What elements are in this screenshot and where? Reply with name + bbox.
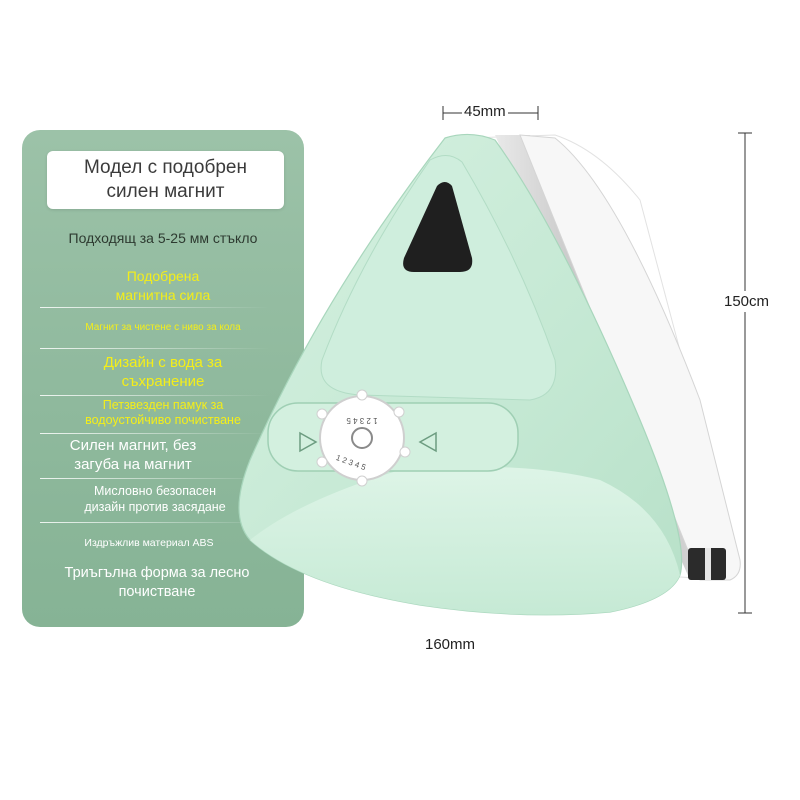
divider [40, 478, 270, 479]
arrow-left-icon [418, 431, 437, 453]
width-label: 160mm [423, 636, 478, 653]
feature-car-level: Магнит за чистене с ниво за кола [85, 322, 241, 333]
divider [40, 348, 270, 349]
knob-digits: 1 2 3 4 5 [346, 416, 378, 425]
feature-triangle-shape: Триъгълна форма за лесно почистване [64, 565, 250, 600]
feature-anti-jam: Мисловно безопасен дизайн против засядан… [84, 484, 226, 514]
divider [40, 395, 270, 396]
feature-strong-magnet: Силен магнит, без загуба на магнит [69, 437, 197, 473]
glass-thickness-text: Подходящ за 5-25 мм стъкло [68, 230, 258, 246]
divider [40, 433, 270, 434]
divider [40, 522, 270, 523]
feature-improved-magnet: Подобрена магнитна сила [115, 268, 211, 303]
feature-panel: Модел с подобрен силен магнит Подходящ з… [22, 130, 304, 627]
depth-label: 45mm [462, 103, 508, 120]
foam-window [403, 182, 473, 272]
arrow-right-icon [299, 431, 318, 453]
divider [40, 307, 270, 308]
feature-cotton: Петзвезден памук за водоустойчиво почист… [85, 398, 241, 427]
feature-water-storage: Дизайн с вода за съхранение [103, 354, 223, 390]
height-label: 150cm [724, 291, 770, 312]
dimension-lines [442, 106, 752, 614]
magnetic-window-cleaner-illustration: 1 2 3 4 5 1 2 3 4 5 [238, 106, 752, 616]
model-title: Модел с подобрен силен магнит [47, 151, 284, 209]
feature-abs: Издръжлив материал ABS [84, 537, 214, 549]
